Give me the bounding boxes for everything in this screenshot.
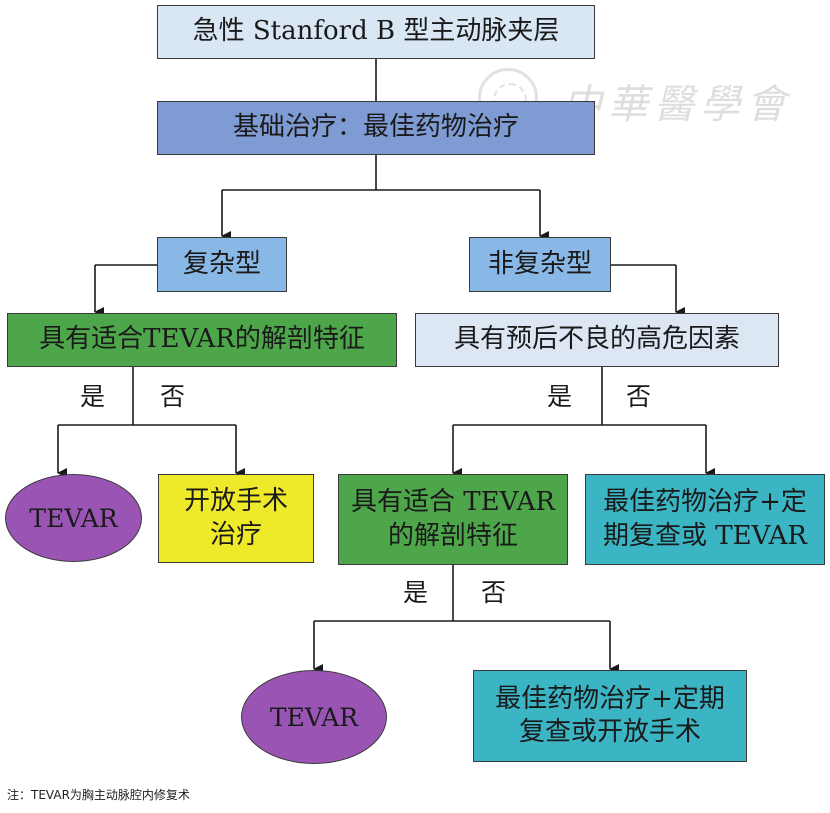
node-baseline-treatment: 基础治疗：最佳药物治疗 bbox=[157, 101, 595, 155]
node-baseline-label: 基础治疗：最佳药物治疗 bbox=[232, 112, 519, 143]
node-high-risk-label: 具有预后不良的高危因素 bbox=[453, 324, 740, 355]
branch-yes-label: 是 bbox=[80, 382, 106, 411]
branch-yes-label: 是 bbox=[403, 578, 429, 607]
node-omt-or-open-line1: 最佳药物治疗+定期 bbox=[495, 683, 725, 714]
node-anatomy-right-line2: 的解剖特征 bbox=[387, 520, 518, 551]
node-uncomplicated: 非复杂型 bbox=[469, 237, 611, 292]
node-omt-or-open-line2: 复查或开放手术 bbox=[518, 717, 701, 747]
watermark-text: 中華醫學會 bbox=[562, 82, 792, 128]
node-anatomy-right-line1: 具有适合 TEVAR bbox=[351, 487, 555, 518]
branch-no-label: 否 bbox=[160, 382, 186, 411]
node-uncomplicated-label: 非复杂型 bbox=[487, 248, 592, 279]
node-tevar-left: TEVAR bbox=[5, 474, 142, 562]
footnote: 注：TEVAR为胸主动脉腔内修复术 bbox=[7, 788, 190, 802]
node-open-surgery-line2: 治疗 bbox=[209, 519, 262, 550]
node-tevar-left-label: TEVAR bbox=[29, 503, 118, 533]
node-omt-or-tevar-line1: 最佳药物治疗+定 bbox=[603, 487, 807, 518]
branch-no-label: 否 bbox=[481, 578, 507, 607]
node-title: 急性 Stanford B 型主动脉夹层 bbox=[157, 5, 595, 59]
node-complicated: 复杂型 bbox=[157, 237, 287, 292]
node-title-label: 急性 Stanford B 型主动脉夹层 bbox=[192, 16, 560, 47]
node-high-risk: 具有预后不良的高危因素 bbox=[415, 313, 779, 367]
node-anatomy-left-label: 具有适合TEVAR的解剖特征 bbox=[39, 324, 365, 355]
branch-yes-label: 是 bbox=[547, 382, 573, 411]
node-omt-or-open: 最佳药物治疗+定期 复查或开放手术 bbox=[473, 670, 747, 762]
node-open-surgery-line1: 开放手术 bbox=[183, 486, 288, 517]
node-tevar-right-label: TEVAR bbox=[269, 702, 359, 732]
node-tevar-right: TEVAR bbox=[241, 670, 387, 764]
node-open-surgery: 开放手术 治疗 bbox=[158, 474, 314, 563]
node-omt-or-tevar: 最佳药物治疗+定 期复查或 TEVAR bbox=[585, 474, 825, 565]
branch-no-label: 否 bbox=[626, 382, 652, 411]
node-anatomy-left: 具有适合TEVAR的解剖特征 bbox=[7, 313, 397, 367]
node-complicated-label: 复杂型 bbox=[182, 248, 261, 279]
node-anatomy-right: 具有适合 TEVAR 的解剖特征 bbox=[338, 474, 568, 565]
node-omt-or-tevar-line2: 期复查或 TEVAR bbox=[603, 520, 807, 551]
